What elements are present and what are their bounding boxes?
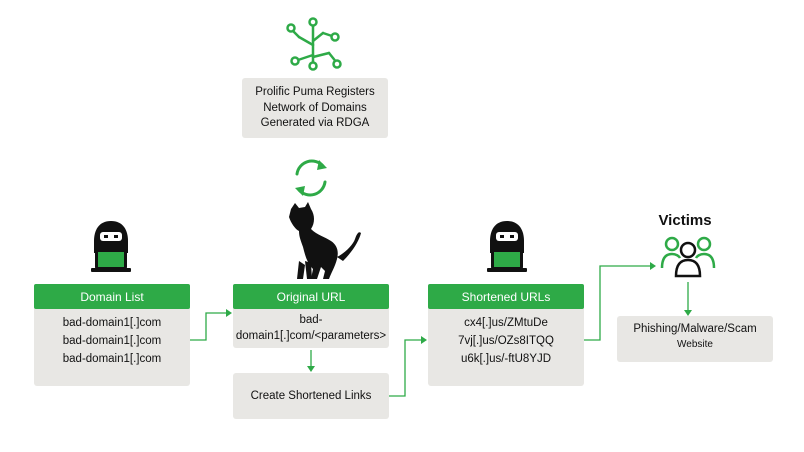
domain-list-title: Domain List	[34, 284, 190, 309]
arrowhead	[684, 310, 692, 316]
shortened-url-item: cx4[.]us/ZMtuDe	[464, 317, 548, 329]
original-url-title: Original URL	[233, 284, 389, 309]
arrowhead	[421, 336, 427, 344]
connector-arrow	[389, 339, 421, 397]
arrowhead	[650, 262, 656, 270]
connector-arrow	[190, 312, 226, 341]
create-links-label: Create Shortened Links	[250, 390, 372, 402]
header-line-1: Prolific Puma Registers	[255, 86, 375, 98]
original-url-line-1: bad-	[299, 314, 323, 326]
victims-result-line-1: Phishing/Malware/Scam	[633, 323, 757, 335]
header-line-3: Generated via RDGA	[260, 117, 370, 129]
victims-result-box: Phishing/Malware/Scam Website	[617, 316, 773, 362]
victims-result-line-2: Website	[677, 339, 713, 350]
hacker-laptop-icon	[487, 221, 527, 272]
victims-group-icon	[660, 236, 716, 278]
arrowhead	[307, 366, 315, 372]
domain-list-item: bad-domain1[.]com	[62, 335, 162, 347]
domain-list-item: bad-domain1[.]com	[62, 353, 162, 365]
shortened-urls-title: Shortened URLs	[428, 284, 584, 309]
victims-title: Victims	[658, 212, 712, 229]
create-links-box: Create Shortened Links	[233, 373, 389, 419]
arrowhead	[226, 309, 232, 317]
hacker-laptop-icon	[91, 221, 131, 272]
original-url-line-2: domain1[.]com/<parameters>	[235, 330, 387, 342]
connector-arrow	[584, 265, 650, 341]
header-line-2: Network of Domains	[263, 101, 367, 114]
domain-list-item: bad-domain1[.]com	[62, 317, 162, 329]
puma-silhouette-icon	[289, 202, 361, 279]
shortened-url-item: 7vj[.]us/OZs8ITQQ	[458, 335, 554, 347]
refresh-cycle-icon	[295, 159, 327, 197]
shortened-url-item: u6k[.]us/-ftU8YJD	[460, 353, 552, 365]
header-box: Prolific Puma Registers Network of Domai…	[242, 78, 388, 138]
network-graph-icon	[286, 17, 342, 71]
